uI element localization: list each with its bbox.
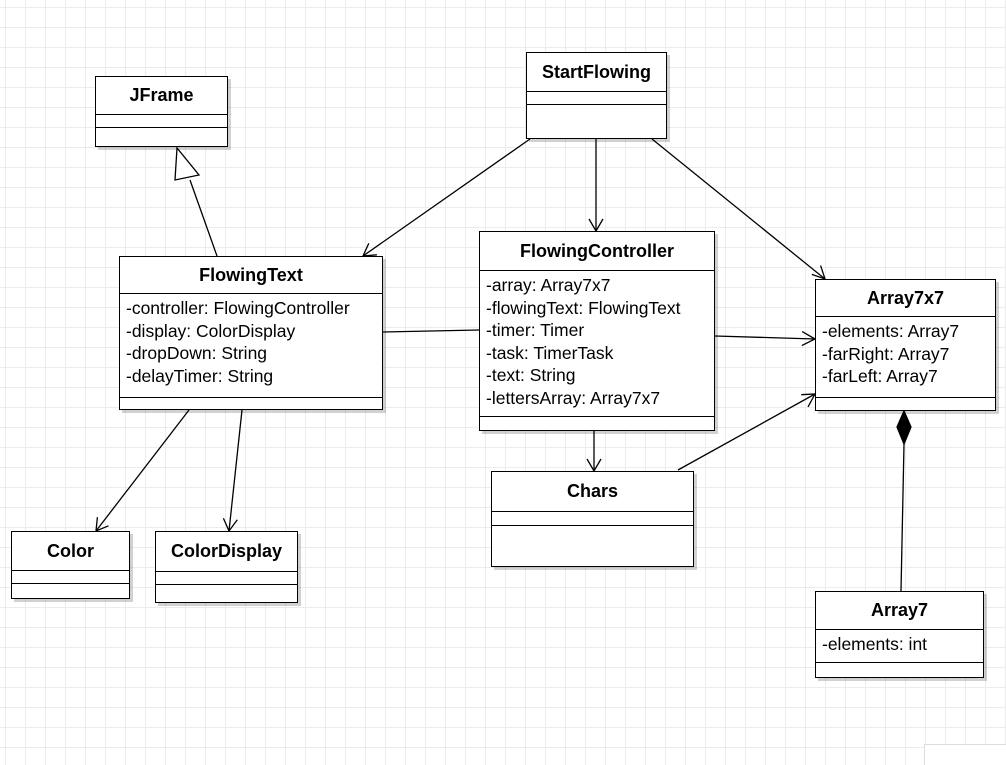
attribute: -flowingText: FlowingText [486, 297, 681, 318]
class-name: ColorDisplay [156, 532, 297, 572]
composition-diamond [896, 409, 912, 446]
edge-flowingcontroller-array7x7[interactable] [714, 335, 816, 340]
operations-compartment [816, 663, 983, 677]
canvas-corner-panel [924, 744, 1006, 765]
operations-compartment [492, 526, 693, 566]
class-name: StartFlowing [527, 53, 666, 92]
attribute: -controller: FlowingController [126, 298, 350, 318]
attribute: -farRight: Array7 [822, 343, 950, 364]
edge-chars-array7x7[interactable] [677, 393, 816, 471]
attributes-compartment: -controller: FlowingController -display:… [120, 294, 382, 398]
operations-compartment [480, 417, 714, 430]
class-chars[interactable]: Chars [491, 471, 694, 567]
attributes-compartment [156, 572, 297, 585]
class-color[interactable]: Color [11, 531, 130, 599]
attributes-compartment [12, 571, 129, 584]
class-name: Array7 [816, 592, 983, 630]
attributes-compartment: -elements: Array7 -farRight: Array7 -far… [816, 317, 995, 398]
edge-startflowing-array7x7[interactable] [651, 138, 826, 280]
class-name: FlowingController [480, 232, 714, 271]
edge-flowingtext-jframe[interactable] [189, 179, 218, 257]
attribute: -array: Array7x7 [486, 275, 611, 295]
attribute: -dropDown: String [126, 343, 268, 363]
class-startflowing[interactable]: StartFlowing [526, 52, 667, 139]
attributes-compartment: -array: Array7x7 -flowingText: FlowingTe… [480, 271, 714, 417]
attributes-compartment: -elements: int [816, 630, 983, 663]
operations-compartment [156, 585, 297, 602]
generalization-arrowhead [174, 146, 201, 181]
operations-compartment [12, 584, 129, 598]
attribute: -elements: Array7 [822, 321, 960, 341]
attributes-compartment [527, 92, 666, 105]
attribute: -text: String [486, 365, 576, 385]
operations-compartment [96, 128, 227, 146]
attribute: -display: ColorDisplay [126, 320, 296, 341]
edge-array7-array7x7[interactable] [900, 443, 905, 592]
operations-compartment [120, 398, 382, 409]
attribute: -elements: int [822, 634, 928, 654]
attribute: -farLeft: Array7 [822, 366, 938, 386]
attribute: -lettersArray: Array7x7 [486, 387, 661, 408]
class-flowingtext[interactable]: FlowingText -controller: FlowingControll… [119, 256, 383, 410]
class-colordisplay[interactable]: ColorDisplay [155, 531, 298, 603]
class-jframe[interactable]: JFrame [95, 76, 228, 147]
class-array7[interactable]: Array7 -elements: int [815, 591, 984, 678]
edge-flowingtext-colordisplay[interactable] [228, 409, 243, 532]
class-name: FlowingText [120, 257, 382, 294]
edge-flowingtext-flowingcontroller[interactable] [382, 329, 480, 333]
attributes-compartment [492, 512, 693, 526]
class-name: Chars [492, 472, 693, 512]
attributes-compartment [96, 115, 227, 128]
edge-flowingtext-color[interactable] [95, 409, 190, 532]
operations-compartment [816, 398, 995, 410]
class-array7x7[interactable]: Array7x7 -elements: Array7 -farRight: Ar… [815, 279, 996, 411]
attribute: -task: TimerTask [486, 342, 614, 363]
class-name: Array7x7 [816, 280, 995, 317]
attribute: -timer: Timer [486, 320, 585, 340]
operations-compartment [527, 105, 666, 138]
attribute: -delayTimer: String [126, 365, 274, 386]
class-name: Color [12, 532, 129, 571]
class-flowingcontroller[interactable]: FlowingController -array: Array7x7 -flow… [479, 231, 715, 431]
edge-startflowing-flowingtext[interactable] [362, 138, 531, 257]
class-name: JFrame [96, 77, 227, 115]
